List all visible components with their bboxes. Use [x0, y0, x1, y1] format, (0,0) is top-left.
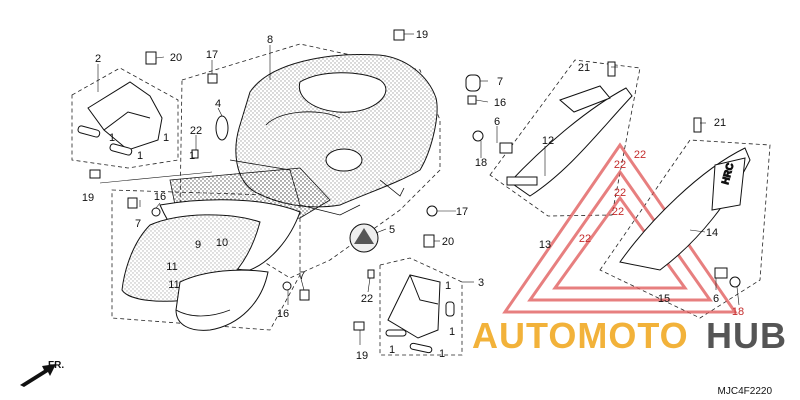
emblem-illustration: [349, 223, 379, 253]
part-code: MJC4F2220: [718, 386, 773, 397]
callout-19-top: 19: [416, 29, 428, 41]
side-cover-13-illustration: [506, 85, 633, 197]
callout-1-d: 1: [189, 150, 195, 162]
callout-19-bottom: 19: [356, 350, 368, 362]
group-box-bracket-2: [71, 67, 179, 169]
callout-labels: 2 20 17 8 19 4 22 1 1 1 1 19 7 16 6 18 1…: [82, 29, 744, 362]
collar-7-top: [465, 74, 481, 92]
callout-22-left: 22: [190, 125, 202, 137]
callout-21-upper: 21: [578, 62, 590, 74]
screw-19-left: [89, 169, 101, 179]
callout-1-c: 1: [163, 132, 169, 144]
watermark-logo: AUTOMOTO HUB: [472, 315, 787, 356]
callout-18-lower: 18: [732, 306, 744, 318]
leader-lines: [97, 33, 740, 345]
callout-17-right: 17: [456, 206, 468, 218]
callout-8: 8: [267, 34, 273, 46]
callout-1-b: 1: [137, 150, 143, 162]
group-box-side-cover-15: [599, 139, 771, 319]
seal-4: [215, 115, 229, 141]
callout-2: 2: [95, 53, 101, 65]
watermark-text-hub: HUB: [706, 315, 787, 356]
callout-19-left: 19: [82, 192, 94, 204]
callout-9: 9: [195, 239, 201, 251]
callout-16-top: 16: [494, 97, 506, 109]
callout-7-top: 7: [497, 76, 503, 88]
nut-16-top: [467, 95, 477, 105]
callout-17-top: 17: [206, 49, 218, 61]
callout-22-r2: 22: [634, 149, 646, 161]
callout-7-left: 7: [135, 218, 141, 230]
callout-11-upper: 11: [166, 261, 177, 273]
callout-4: 4: [215, 98, 221, 110]
grommet-6-lower: [714, 267, 728, 279]
nut-16-bottom: [282, 281, 292, 291]
callout-15: 15: [658, 293, 670, 305]
callout-12: 12: [542, 135, 554, 147]
callout-16-bottom: 16: [277, 308, 289, 320]
callout-22-r5: 22: [579, 233, 591, 245]
callout-21-lower: 21: [714, 117, 726, 129]
callout-1-h: 1: [439, 348, 445, 360]
callout-18-upper: 18: [475, 157, 487, 169]
grommet-6-upper: [499, 142, 513, 154]
bracket-3-illustration: [385, 274, 455, 354]
grommet-17-top: [207, 73, 218, 84]
front-direction-indicator: FR.: [20, 360, 64, 387]
callout-16-left: 16: [154, 191, 166, 203]
callout-14: 14: [706, 227, 718, 239]
screw-22-left: [191, 149, 199, 159]
nut-16-left: [151, 207, 161, 217]
callout-22-mid: 22: [361, 293, 373, 305]
bolt-21-upper: [607, 61, 616, 77]
watermark-text-automoto: AUTOMOTO: [472, 315, 689, 356]
bolt-21-lower: [693, 117, 702, 133]
callout-1-f: 1: [449, 326, 455, 338]
collar-7-left: [127, 197, 138, 209]
callout-22-r4: 22: [612, 206, 624, 218]
bolt-18-upper: [472, 130, 484, 142]
callout-10: 10: [216, 237, 228, 249]
callout-20-right: 20: [442, 236, 454, 248]
callout-20-top: 20: [170, 52, 182, 64]
side-cover-15-illustration: HRC: [619, 147, 751, 271]
bracket-2-illustration: [77, 81, 163, 156]
callout-13: 13: [539, 239, 551, 251]
group-box-side-cover-13: [489, 59, 641, 217]
callout-22-r3: 22: [614, 187, 626, 199]
tank-cover-illustration: [229, 54, 438, 216]
callout-6-upper: 6: [494, 116, 500, 128]
callout-1-g: 1: [389, 344, 395, 356]
callout-22-r1: 22: [614, 159, 626, 171]
callout-1-e: 1: [445, 280, 451, 292]
callout-3: 3: [478, 277, 484, 289]
clip-20-right: [423, 234, 435, 248]
fasteners: [89, 29, 741, 331]
front-direction-label: FR.: [48, 360, 64, 371]
screw-19-top: [393, 29, 405, 41]
screw-22-mid: [367, 269, 375, 279]
bolt-18-lower: [729, 276, 741, 288]
screw-17-right: [426, 205, 438, 217]
callout-7-bottom: 7: [299, 270, 305, 282]
callout-5: 5: [389, 224, 395, 236]
screw-19-bottom: [353, 321, 365, 331]
callout-11-lower: 11: [168, 279, 179, 291]
callout-6-lower: 6: [713, 293, 719, 305]
collar-7-bottom: [299, 289, 310, 301]
callout-1-a: 1: [109, 132, 115, 144]
lower-fairing-illustration: [121, 167, 331, 331]
clip-20-top: [145, 51, 157, 65]
